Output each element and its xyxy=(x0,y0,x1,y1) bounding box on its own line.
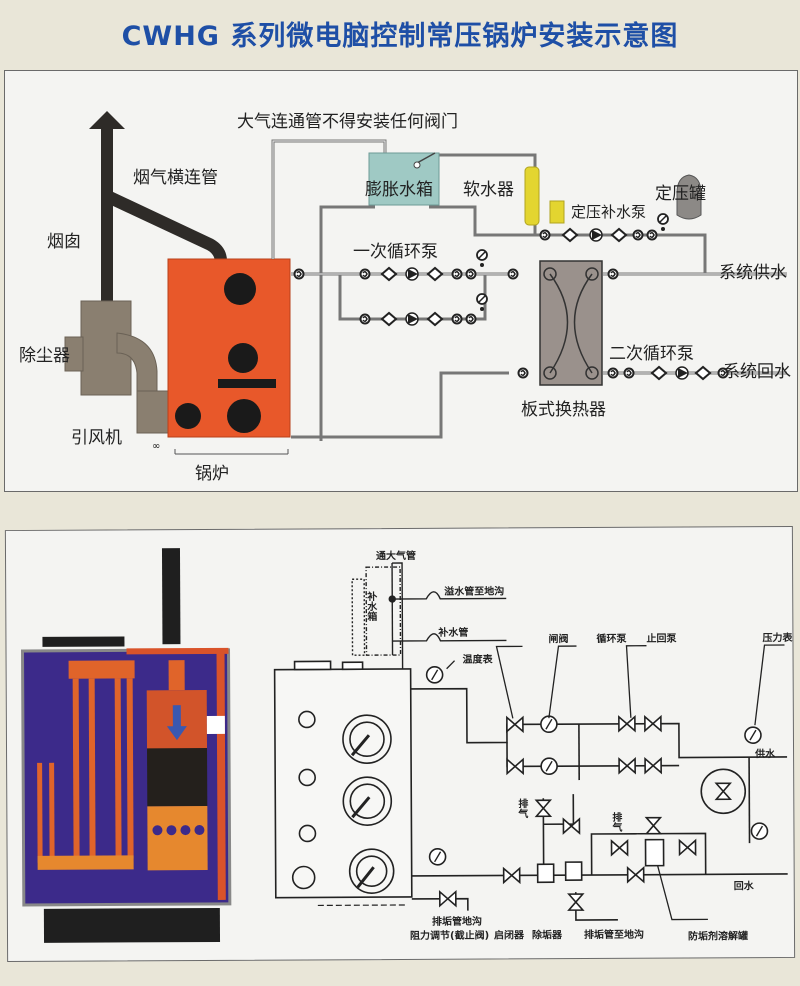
atmos-pipe-note: 大气连通管不得安装任何阀门 xyxy=(237,112,458,132)
check-pump-label: 止回泵 xyxy=(646,632,677,645)
installation-diagram: ∞ xyxy=(19,111,791,484)
circ-pump-label: 循环泵 xyxy=(596,632,627,645)
overflow-pipe-label: 溢水管至地沟 xyxy=(444,584,504,597)
flue-pipe xyxy=(111,191,227,271)
installation-diagram-panel: ∞ xyxy=(4,70,798,492)
system-supply-label: 系统供水 xyxy=(719,263,787,283)
makeup-tank-label: 补水箱 xyxy=(365,590,378,622)
makeup-tank xyxy=(351,562,507,669)
blowdown-pipe-label: 排垢管地沟 xyxy=(432,915,482,928)
pressure-gauge-label: 压力表 xyxy=(762,631,793,644)
thermometer-label: 温度表 xyxy=(463,653,494,666)
expansion-tank-label: 膨胀水箱 xyxy=(365,180,433,200)
supply-water-label: 供水 xyxy=(754,747,776,760)
water-softener xyxy=(524,166,565,226)
supply-piping xyxy=(410,687,788,921)
makeup-pump-label: 定压补水泵 xyxy=(571,203,646,221)
air-vent-label-1: 排气 xyxy=(516,797,529,819)
blowdown-to-trench-label: 排垢管至地沟 xyxy=(584,928,644,941)
antiscale-tank-label: 防垢剂溶解罐 xyxy=(688,929,748,942)
svg-text:∞: ∞ xyxy=(152,441,160,452)
resistance-adjust-label: 阻力调节(截止阀) xyxy=(410,929,489,942)
pressure-tank-label: 定压罐 xyxy=(655,184,706,204)
chimney-label: 烟囱 xyxy=(47,232,81,252)
dust-collector: ∞ xyxy=(64,300,170,452)
expansion-tank xyxy=(368,152,440,206)
makeup-pipe-label: 补水管 xyxy=(437,626,468,639)
descaler-label: 除垢器 xyxy=(532,928,563,941)
plate-heat-exchanger xyxy=(539,260,603,386)
secondary-pump-label: 二次循环泵 xyxy=(609,344,694,364)
water-softener-label: 软水器 xyxy=(463,180,514,200)
primary-pump-label: 一次循环泵 xyxy=(353,242,438,262)
pressure-tank xyxy=(676,174,702,220)
air-vent-label-2: 排气 xyxy=(610,811,623,833)
boiler-cutaway-illustration xyxy=(20,548,232,943)
induced-fan-label: 引风机 xyxy=(71,428,122,448)
chimney xyxy=(89,111,227,301)
starter-label: 启闭器 xyxy=(494,928,525,941)
piping-schematic: 通大气管 溢水管至地沟 补水箱 补水管 温度表 闸阀 循环泵 止回泵 压力表 供… xyxy=(20,548,793,943)
dust-collector-label: 除尘器 xyxy=(19,346,70,366)
boiler-schematic xyxy=(273,660,413,907)
system-return-label: 系统回水 xyxy=(723,362,791,382)
vent-pipe-label: 通大气管 xyxy=(376,549,416,562)
gate-valve-label: 闸阀 xyxy=(548,632,568,645)
page-title: CWHG 系列微电脑控制常压锅炉安装示意图 xyxy=(121,21,679,52)
boiler xyxy=(167,258,291,455)
heat-exchanger-label: 板式换热器 xyxy=(521,400,606,420)
return-water-label: 回水 xyxy=(734,879,755,892)
boiler-label: 锅炉 xyxy=(195,464,229,484)
flue-pipe-label: 烟气横连管 xyxy=(133,168,218,188)
piping-schematic-panel: 通大气管 溢水管至地沟 补水箱 补水管 温度表 闸阀 循环泵 止回泵 压力表 供… xyxy=(4,525,796,963)
